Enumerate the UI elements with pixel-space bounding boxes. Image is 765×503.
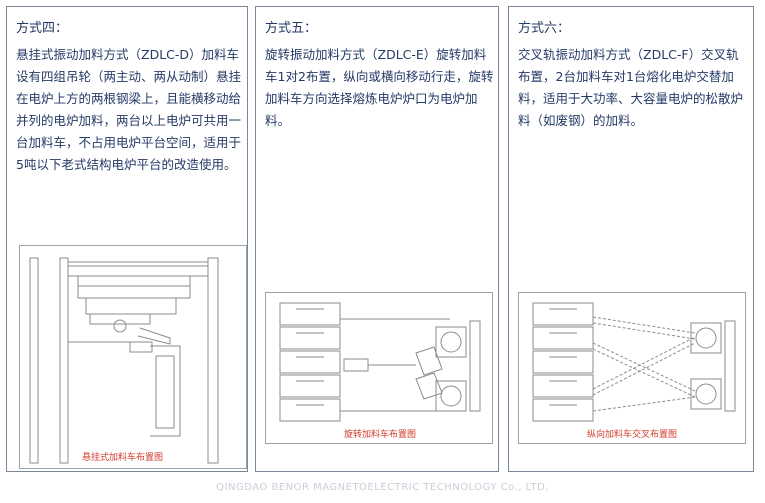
panel-method-four: 方式四： 悬挂式振动加料方式（ZDLC-D）加料车设有四组吊轮（两主动、两从动制…	[6, 6, 248, 472]
panel-method-six: 方式六： 交叉轨振动加料方式（ZDLC-F）交叉轨布置，2台加料车对1台熔化电炉…	[508, 6, 754, 472]
figure-caption: 纵向加料车交叉布置图	[587, 430, 678, 440]
cross-rail-cart-drawing	[532, 302, 736, 422]
panel-description: 旋转振动加料方式（ZDLC-E）旋转加料车1对2布置，纵向或横向移动行走，旋转加…	[265, 47, 494, 128]
panel-description: 悬挂式振动加料方式（ZDLC-D）加料车设有四组吊轮（两主动、两从动制）悬挂在电…	[16, 47, 242, 172]
panel-description: 交叉轨振动加料方式（ZDLC-F）交叉轨布置，2台加料车对1台熔化电炉交替加料，…	[518, 47, 744, 128]
rotary-layout-diagram: 旋转加料车布置图	[265, 292, 493, 444]
figure-caption: 悬挂式加料车布置图	[82, 453, 164, 463]
company-watermark: QINGDAO BENOR MAGNETOELECTRIC TECHNOLOGY…	[216, 482, 549, 493]
panel-title: 方式五：	[265, 21, 318, 36]
suspended-cart-drawing	[29, 257, 219, 464]
panel-title: 方式六：	[518, 21, 571, 36]
figure-caption: 旋转加料车布置图	[344, 430, 417, 440]
suspended-layout-diagram: 悬挂式加料车布置图	[19, 245, 247, 469]
panel-method-five: 方式五： 旋转振动加料方式（ZDLC-E）旋转加料车1对2布置，纵向或横向移动行…	[255, 6, 499, 472]
cross-rail-layout-diagram: 纵向加料车交叉布置图	[518, 292, 746, 444]
rotary-cart-drawing	[279, 302, 481, 422]
panel-title: 方式四：	[16, 21, 69, 36]
